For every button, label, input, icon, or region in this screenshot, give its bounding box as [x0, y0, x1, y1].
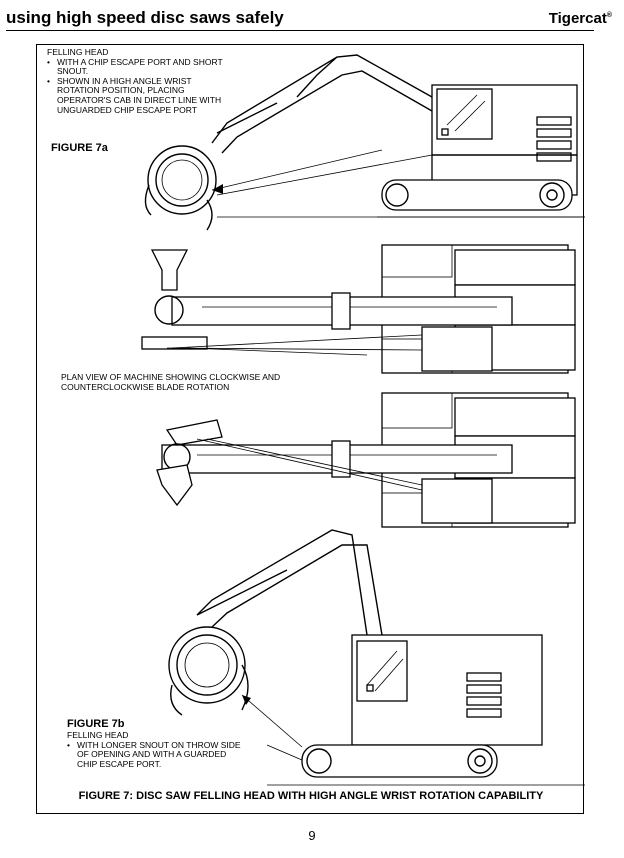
figure-7a-bullet: SHOWN IN A HIGH ANGLE WRIST ROTATION POS… — [47, 76, 227, 115]
figure-caption: FIGURE 7: DISC SAW FELLING HEAD WITH HIG… — [78, 790, 544, 802]
figure-7a-label: FIGURE 7a — [51, 142, 108, 154]
figure-7b-bullets: WITH LONGER SNOUT ON THROW SIDE OF OPENI… — [67, 740, 247, 770]
figure-7b-bullet: WITH LONGER SNOUT ON THROW SIDE OF OPENI… — [67, 740, 247, 770]
figure-frame: FELLING HEAD WITH A CHIP ESCAPE PORT AND… — [36, 44, 585, 814]
figure-7b-heading: FELLING HEAD — [67, 730, 129, 740]
figure-7b-label: FIGURE 7b — [67, 718, 125, 730]
figure-7a-bullet: WITH A CHIP ESCAPE PORT AND SHORT SNOUT. — [47, 57, 227, 77]
plan-view-counterclockwise — [156, 392, 576, 528]
figure-7a-heading: FELLING HEAD — [47, 47, 109, 57]
header-rule — [6, 30, 594, 31]
figure-7a-drawing — [144, 54, 585, 231]
figure-7a-notes: FELLING HEAD WITH A CHIP ESCAPE PORT AND… — [47, 47, 227, 116]
figure-7b-notes: FELLING HEAD WITH LONGER SNOUT ON THROW … — [67, 730, 247, 770]
page-title: using high speed disc saws safely — [6, 8, 284, 27]
plan-view-caption: PLAN VIEW OF MACHINE SHOWING CLOCKWISE A… — [61, 372, 281, 392]
brand-logo: Tigercat® — [549, 10, 612, 27]
machine-illustrations — [141, 54, 585, 786]
figure-7a-bullets: WITH A CHIP ESCAPE PORT AND SHORT SNOUT.… — [47, 57, 227, 116]
brand-name: Tigercat — [548, 10, 607, 27]
plan-view-clockwise — [141, 244, 576, 374]
registered-mark: ® — [606, 12, 612, 19]
figure-7b-drawing — [168, 529, 585, 786]
page-number: 9 — [308, 828, 316, 843]
